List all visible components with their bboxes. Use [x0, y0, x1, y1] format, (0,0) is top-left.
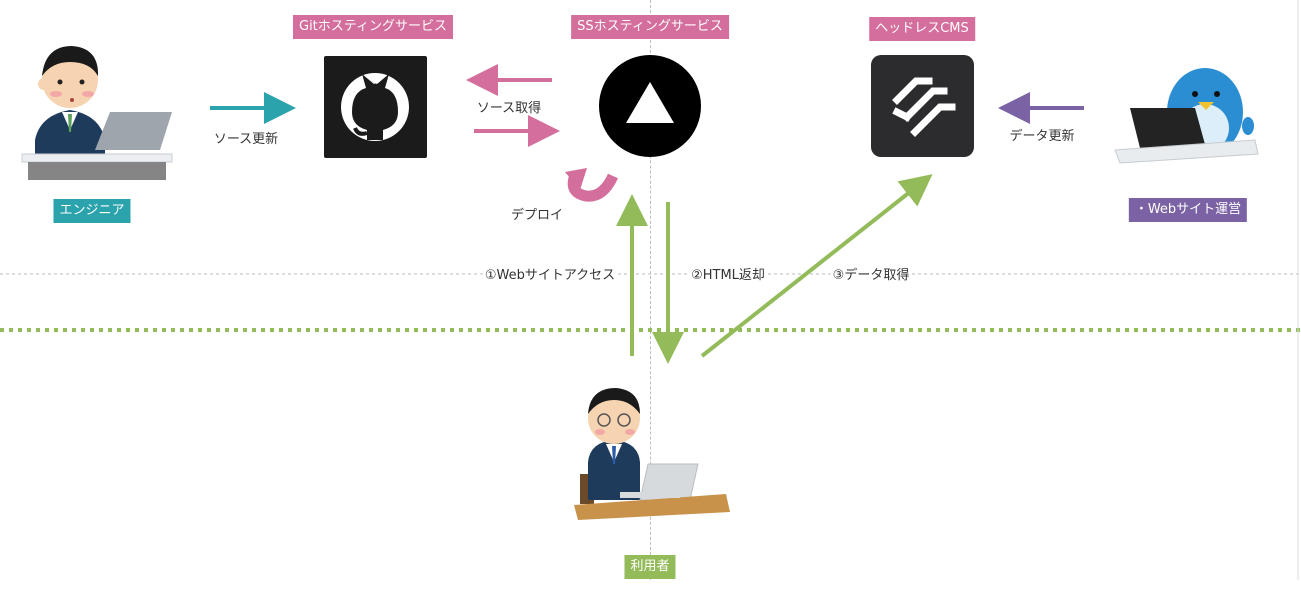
github-tile [324, 56, 427, 158]
ss-hosting-label: SSホスティングサービス [571, 15, 729, 39]
html-return-label: ②HTML返却 [689, 264, 767, 283]
cms-tile [871, 55, 974, 157]
source-update-label: ソース更新 [213, 132, 279, 147]
user-label: 利用者 [624, 555, 676, 579]
penguin-operator-illustration [1114, 68, 1259, 164]
github-octocat-icon [352, 74, 398, 140]
site-access-label: ①Webサイトアクセス [482, 264, 618, 283]
git-hosting-label: Gitホスティングサービス [292, 15, 454, 39]
triangle-logo-icon [626, 82, 674, 123]
cms-stripes-logo-icon [892, 77, 956, 137]
deploy-label: デプロイ [510, 208, 564, 223]
engineer-illustration [21, 46, 173, 180]
center-guide-line [650, 0, 652, 580]
arrow-deploy [567, 173, 619, 202]
engineer-label: エンジニア [53, 199, 131, 223]
data-fetch-label: ③データ取得 [830, 264, 912, 283]
data-update-label: データ更新 [1009, 129, 1075, 144]
headless-cms-label: ヘッドレスCMS [869, 17, 975, 41]
ss-hosting-logo [599, 55, 701, 157]
user-illustration [574, 388, 730, 520]
arrow-data-fetch [700, 174, 933, 358]
site-ops-label: ・Webサイト運営 [1128, 198, 1248, 222]
source-fetch-label: ソース取得 [476, 101, 542, 116]
